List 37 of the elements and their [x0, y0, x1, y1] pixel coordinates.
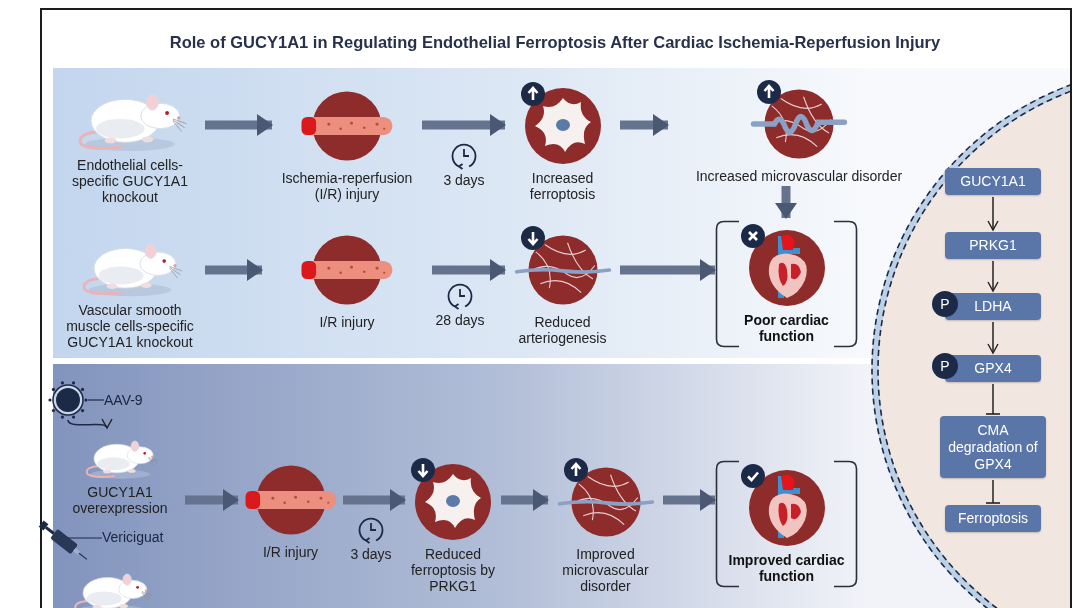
node-label: Endothelial cells-specific GUCY1A1 knockout [71, 157, 189, 205]
node-label: I/R injury [319, 314, 375, 330]
outcome-label: Improved cardiac function [727, 552, 846, 584]
block-arrow [343, 489, 406, 511]
block-arrow [422, 114, 506, 136]
node-label: Reduced ferroptosis by PRKG1 [409, 546, 496, 594]
node-label: Increased microvascular disorder [695, 168, 903, 184]
pathway-step: GUCY1A1 [945, 168, 1041, 195]
pathway-step: Ferroptosis [945, 505, 1041, 532]
duration-label: 3 days [350, 546, 392, 562]
node-label: Improved microvascular disorder [561, 546, 650, 594]
arrow [987, 196, 999, 231]
drug-label: Vericiguat [102, 529, 164, 545]
duration-label: 3 days [443, 172, 485, 188]
pathway-step: CMA degradation of GPX4 [940, 416, 1046, 478]
node-label: I/R injury [262, 544, 319, 560]
duration-label: 28 days [435, 312, 485, 328]
node-label: Ischemia-reperfusion (I/R) injury [280, 170, 414, 202]
diagram-title: Role of GUCY1A1 in Regulating Endothelial Ferroptosis After Cardiac Ischemia-Reperfusion Injury [168, 33, 942, 52]
block-arrow [663, 489, 716, 511]
block-arrow [205, 259, 263, 281]
block-arrow [185, 489, 239, 511]
block-arrow [205, 114, 273, 136]
block-arrow [432, 259, 506, 281]
block-arrow [620, 114, 669, 136]
node-label: Reduced arteriogenesis [517, 314, 608, 346]
block-arrow [620, 259, 716, 281]
outcome-label: Poor cardiac function [743, 312, 830, 344]
node-label: GUCY1A1 overexpression [71, 484, 169, 516]
arrow [987, 260, 999, 292]
block-arrow [501, 489, 549, 511]
pathway-step: PRKG1 [945, 232, 1041, 259]
node-label: Increased ferroptosis [528, 170, 597, 202]
node-label: Vascular smooth muscle cells-specific GUCY1A1 knockout [65, 302, 195, 350]
vector-label: AAV-9 [104, 392, 143, 408]
arrow [987, 321, 999, 354]
block-arrow [775, 186, 797, 219]
